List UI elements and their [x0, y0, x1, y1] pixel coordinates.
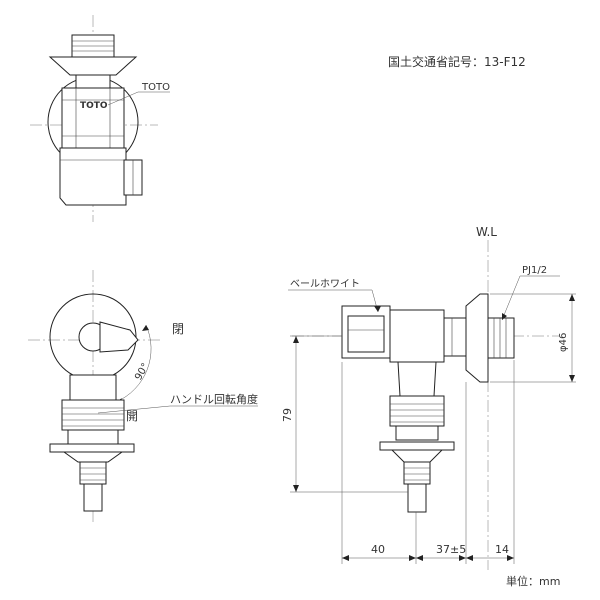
top-view: TOTO TOTO — [30, 15, 170, 222]
front-view: 90° 閉 開 ハンドル回転角度 — [28, 270, 258, 525]
thread-label: PJ1/2 — [522, 265, 547, 276]
closed-label: 閉 — [172, 322, 184, 336]
dimension-14: 14 — [495, 543, 509, 556]
brand-logo-mark: TOTO — [80, 101, 108, 111]
water-line-label: W.L — [476, 225, 497, 239]
dimension-40: 40 — [371, 543, 385, 556]
diameter-label: φ46 — [558, 333, 569, 352]
open-label: 開 — [126, 409, 138, 423]
side-view: W.L ベールホワイト — [281, 225, 576, 570]
spec-code-label: 国土交通省記号：13-F12 — [388, 54, 526, 69]
height-dimension: 79 — [281, 408, 294, 422]
handle-rotation-label: ハンドル回転角度 — [170, 392, 258, 406]
brand-label: TOTO — [141, 82, 170, 93]
bell-white-label: ベールホワイト — [290, 278, 360, 290]
unit-label: 単位：mm — [506, 574, 560, 588]
dimension-37: 37±5 — [436, 543, 466, 556]
